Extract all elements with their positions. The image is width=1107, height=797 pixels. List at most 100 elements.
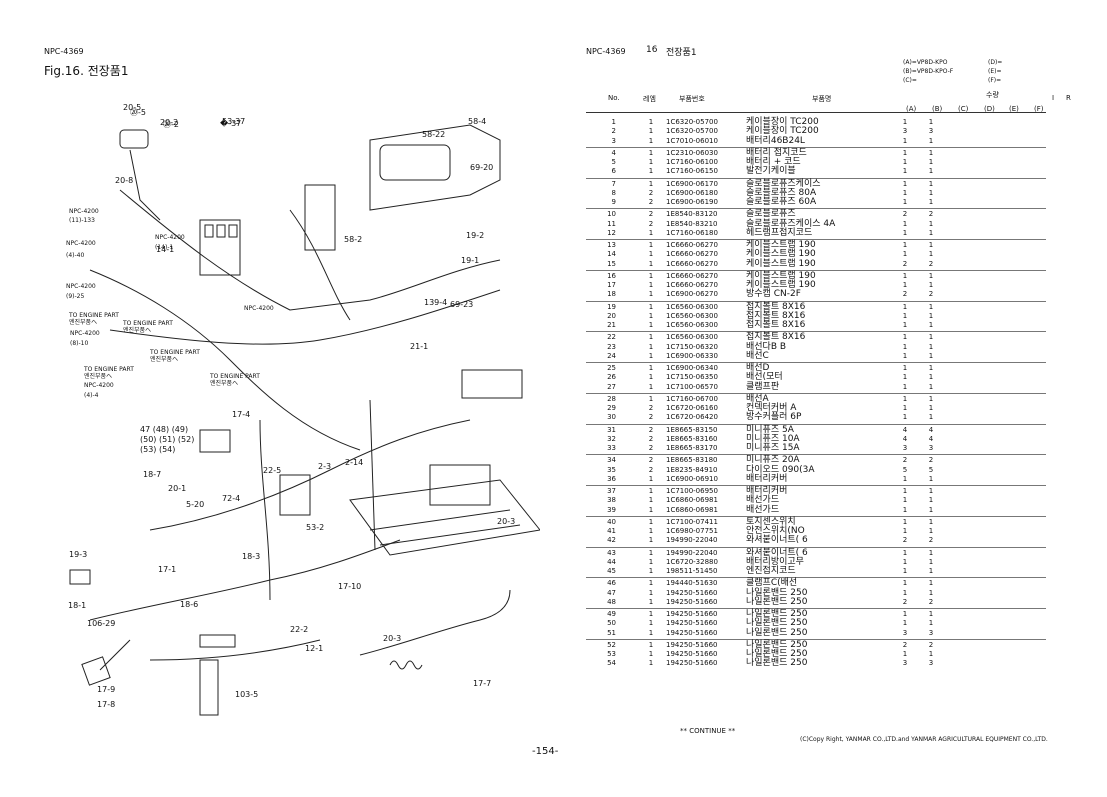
callout-18-6: 18-6 <box>180 600 199 609</box>
part-name: 나일론밴드 250 <box>746 627 808 638</box>
part-rev: 1 <box>648 487 654 495</box>
qty-b: 1 <box>928 250 934 259</box>
part-code: 1E8665-83170 <box>666 444 718 452</box>
qty-a: 1 <box>902 333 908 342</box>
qty-a: 1 <box>902 179 908 188</box>
part-name: 배선(모터 <box>746 372 783 383</box>
part-number-index: 53 <box>607 650 616 658</box>
callout-20-3b: 20-3 <box>383 634 402 643</box>
part-code: 1C6900-06910 <box>666 474 718 483</box>
group-divider <box>586 177 1046 179</box>
part-number-index: 16 <box>607 271 616 280</box>
part-rev: 1 <box>648 302 654 311</box>
callout-20-1: 20-1 <box>168 484 187 493</box>
qty-b: 1 <box>928 136 934 145</box>
part-number-index: 23 <box>607 342 616 351</box>
qty-b: 2 <box>928 456 934 465</box>
qty-b: 1 <box>928 158 934 166</box>
part-number-index: 12 <box>607 228 616 237</box>
part-number-index: 15 <box>607 259 616 268</box>
qty-b: 1 <box>928 567 934 575</box>
part-number-index: 41 <box>607 527 616 535</box>
part-code: 1C6900-06170 <box>666 179 718 188</box>
part-name: 케이블장이 TC200 <box>746 126 819 137</box>
part-code: 1C6860-06981 <box>666 505 718 514</box>
svg-text:⑳-2: ⑳-2 <box>163 120 179 129</box>
qty-b: 1 <box>928 179 934 188</box>
part-name: 나일론밴드 250 <box>746 587 808 598</box>
qty-b: 1 <box>928 118 934 126</box>
part-rev: 2 <box>648 465 654 474</box>
part-code: 194250-51660 <box>666 640 718 649</box>
qty-a: 4 <box>902 425 908 434</box>
group-divider <box>586 608 1046 609</box>
part-name: 나일론밴드 250 <box>746 639 808 650</box>
part-name: 컨덱터커버 A <box>746 403 797 413</box>
part-code: 1C6980-07751 <box>666 527 718 535</box>
part-number-index: 32 <box>607 434 616 443</box>
qty-b: 3 <box>928 659 934 668</box>
qty-a: 1 <box>902 588 908 597</box>
part-rev: 2 <box>648 444 654 452</box>
part-number-index: 45 <box>607 567 616 575</box>
qty-a: 1 <box>902 219 908 228</box>
part-code: 1C7160-06700 <box>666 394 718 403</box>
part-number-index: 14 <box>607 250 616 259</box>
qty-a: 2 <box>902 597 908 606</box>
part-name: 배선가드 <box>746 495 780 506</box>
part-rev: 2 <box>648 434 654 443</box>
header-i: I <box>1052 94 1055 102</box>
qty-a: 1 <box>902 557 908 566</box>
part-rev: 1 <box>648 351 654 360</box>
callout-58-4: 58-4 <box>468 117 487 126</box>
part-code: 194250-51660 <box>666 619 718 628</box>
qty-a: 1 <box>902 496 908 505</box>
group-divider <box>586 239 1046 240</box>
part-code: 194250-51660 <box>666 659 718 668</box>
part-rev: 1 <box>648 527 654 535</box>
part-code: 1C7160-06150 <box>666 167 718 176</box>
part-code: 1C6900-06180 <box>666 188 718 197</box>
ref-circle-8-10: (8)-10 <box>70 340 89 347</box>
callout-20-8: 20-8 <box>115 176 134 185</box>
ref-circle-4-40: (4)-40 <box>66 252 85 259</box>
part-rev: 1 <box>648 640 654 649</box>
qty-a: 1 <box>902 650 908 658</box>
qty-b: 3 <box>928 628 934 637</box>
qty-a: 2 <box>902 210 908 219</box>
part-number-index: 43 <box>607 548 616 557</box>
qty-b: 1 <box>928 382 934 391</box>
group-divider <box>586 423 1046 425</box>
qty-b: 1 <box>928 188 934 197</box>
npc-ref-1: NPC-4200 <box>69 208 99 215</box>
qty-a: 1 <box>902 250 908 259</box>
part-name: 케이블스트랩 190 <box>746 280 816 290</box>
part-rev: 1 <box>648 136 654 145</box>
part-rev: 1 <box>648 505 654 514</box>
qty-a: 1 <box>902 373 908 382</box>
qty-a: 1 <box>902 188 908 197</box>
npc-ref-5: NPC-4200 <box>244 305 274 312</box>
part-name: 케이블장이 TC200 <box>746 117 819 127</box>
part-number-index: 52 <box>607 640 616 649</box>
part-rev: 2 <box>648 404 654 412</box>
part-number-index: 37 <box>607 487 616 495</box>
qty-b: 1 <box>928 351 934 360</box>
part-rev: 1 <box>648 158 654 166</box>
qty-a: 1 <box>902 281 908 289</box>
callout-17-1: 17-1 <box>158 565 177 574</box>
col-b: (B) <box>932 105 943 113</box>
figure-title: Fig.16. 전장품1 <box>44 64 129 78</box>
header-rev: 레엠 <box>643 95 656 103</box>
part-code: 1E8540-83120 <box>666 210 718 219</box>
part-code: 1C6900-06270 <box>666 290 718 299</box>
part-number-index: 20 <box>607 311 616 320</box>
